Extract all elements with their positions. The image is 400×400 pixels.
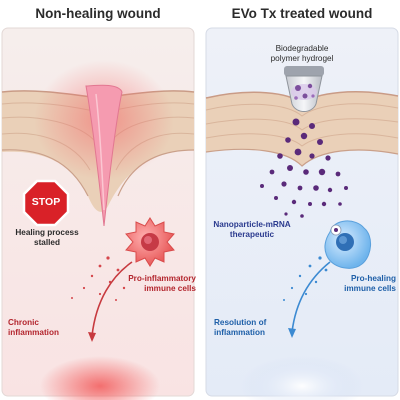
pro-healing-cell-icon [324,220,371,269]
pro-inflammatory-label: Pro-inflammatory immune cells [128,274,196,293]
nanoparticle-label: Nanoparticle-mRNA therapeutic [213,220,291,239]
healing-signal-dots [283,256,328,301]
hydrogel-vial-icon [284,66,324,112]
left-panel-title: Non-healing wound [35,6,161,21]
nanoparticle-mrna-dots [260,118,348,218]
resolution-arrow [291,261,331,333]
hydrogel-label: Biodegradable polymer hydrogel [270,44,334,63]
pro-inflammatory-cell-icon [125,217,175,267]
stop-sign-icon [22,179,70,227]
right-panel-title: EVo Tx treated wound [231,6,373,21]
resolution-label: Resolution of inflammation [214,318,267,337]
wound-highlight [95,93,105,211]
right-skin-layers [205,91,399,167]
chronic-inflammation-glow [40,356,160,400]
stop-sign-label: STOP [31,196,61,208]
wound-gap [85,84,123,227]
healing-stalled-label: Healing process stalled [15,228,79,247]
chronic-inflammation-label: Chronic inflammation [8,318,59,337]
inflammation-arrow-head [88,332,96,342]
resolution-glow [240,356,364,400]
inflammation-arrow [91,261,133,337]
pro-healing-label: Pro-healing immune cells [344,274,396,293]
resolution-arrow-head [288,328,296,338]
